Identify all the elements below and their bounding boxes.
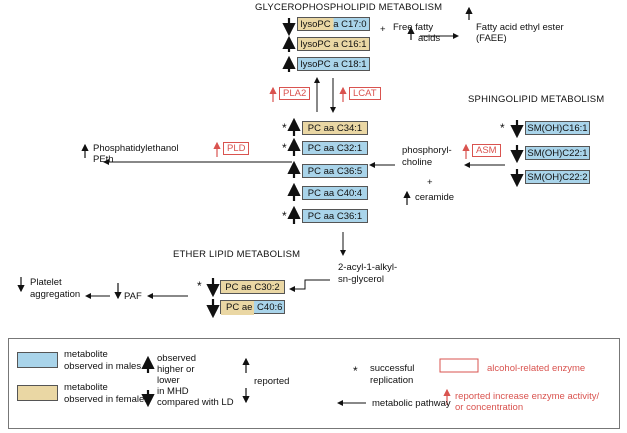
- label-free-fatty-2: acids: [418, 33, 441, 44]
- section-ether-lipid: ETHER LIPID METABOLISM: [173, 249, 301, 260]
- legend-reported: reported: [254, 376, 290, 387]
- enzyme-asm: ASM: [472, 144, 501, 157]
- label-platelet-2: aggregation: [30, 289, 81, 300]
- metabolite-pcae-c40-prefix: PC ae: [221, 301, 255, 315]
- metabolite-pc-c36-5: PC aa C36:5: [302, 164, 368, 178]
- metabolite-pc-c32: PC aa C32:1: [302, 141, 368, 155]
- label-acyl-1: 2-acyl-1-alkyl-: [338, 262, 398, 273]
- section-glycerophospholipid: GLYCEROPHOSPHOLIPID METABOLISM: [255, 2, 443, 13]
- metabolite-pcae-c40: PC ae C40:6: [220, 300, 285, 315]
- legend-increase-1: reported increase enzyme activity/: [455, 391, 600, 402]
- label-peth-2: PEth: [93, 154, 114, 165]
- legend-alcohol-enzyme: alcohol-related enzyme: [487, 363, 586, 374]
- metabolite-pcae-c30: PC ae C30:2: [220, 280, 285, 294]
- label-peth-1: Phosphatidylethanol: [93, 143, 179, 154]
- legend-males-1: metabolite: [64, 349, 108, 360]
- level-arrows: [206, 18, 524, 319]
- label-plus-2: +: [427, 177, 433, 188]
- label-free-fatty-1: Free fatty: [393, 22, 434, 33]
- legend-females-2: observed in females: [64, 394, 150, 405]
- legend-males-2: observed in males: [64, 361, 142, 372]
- replication-star-pc-c32: *: [282, 141, 287, 155]
- metabolite-lyso-c16: lysoPC a C16:1: [297, 37, 370, 51]
- legend-increase-2: or concentration: [455, 402, 524, 413]
- label-faee-2: (FAEE): [476, 33, 507, 44]
- label-acyl-2: sn-glycerol: [338, 274, 384, 285]
- replication-star-pc-c34: *: [282, 121, 287, 135]
- label-phosphoryl-1: phosphoryl-: [402, 145, 452, 156]
- label-plus-1: +: [380, 24, 386, 35]
- pathway-arrows: [85, 33, 505, 299]
- label-paf: PAF: [124, 291, 142, 302]
- metabolite-sm-c22-2: SM(OH)C22:2: [525, 170, 590, 184]
- metabolite-pc-c34: PC aa C34:1: [302, 121, 368, 135]
- legend-star: *: [353, 364, 358, 378]
- section-sphingolipid: SPHINGOLIPID METABOLISM: [468, 94, 605, 105]
- metabolite-pcae-c40-suffix: C40:6: [254, 302, 283, 313]
- label-platelet-1: Platelet: [30, 277, 62, 288]
- metabolite-lyso-c18: lysoPC a C18:1: [297, 57, 370, 71]
- metabolite-pc-c40: PC aa C40:4: [302, 186, 368, 200]
- legend-obs-4: in MHD: [157, 386, 189, 397]
- legend-replication-1: successful: [370, 363, 415, 374]
- legend-arrows: [141, 355, 366, 408]
- replication-star-pcae-c30: *: [197, 279, 202, 293]
- label-phosphoryl-2: choline: [402, 157, 433, 168]
- legend-obs-2: higher or: [157, 364, 195, 375]
- legend-swatch-females: [17, 385, 58, 401]
- legend-replication-2: replication: [370, 375, 414, 386]
- legend-enzyme-box: [439, 358, 479, 373]
- pathway-acyl-to-pcae: [289, 279, 330, 292]
- legend-red: [439, 358, 479, 405]
- metabolite-pc-c36-1: PC aa C36:1: [302, 209, 368, 223]
- legend-pathway: metabolic pathway: [372, 398, 451, 409]
- enzyme-lcat: LCAT: [349, 87, 381, 100]
- legend: metabolite observed in males metabolite …: [8, 338, 620, 429]
- replication-star-pc-c36-1: *: [282, 209, 287, 223]
- legend-obs-5: compared with LD: [157, 397, 234, 408]
- legend-obs-3: lower: [157, 375, 180, 386]
- label-ceramide: ceramide: [415, 192, 455, 203]
- small-arrows: [17, 6, 473, 300]
- replication-star-sm-c16: *: [500, 121, 505, 135]
- label-faee-1: Fatty acid ethyl ester: [476, 22, 564, 33]
- enzyme-pld: PLD: [223, 142, 250, 155]
- metabolite-sm-c22-1: SM(OH)C22:1: [525, 146, 590, 160]
- enzyme-red-arrows: [213, 86, 470, 159]
- metabolite-sm-c16: SM(OH)C16:1: [525, 121, 590, 135]
- legend-obs-1: observed: [157, 353, 197, 364]
- metabolite-lyso-c17: lysoPC a C17:0: [297, 17, 370, 31]
- legend-swatch-males: [17, 352, 58, 368]
- enzyme-pla2: PLA2: [279, 87, 311, 100]
- legend-females-1: metabolite: [64, 382, 108, 393]
